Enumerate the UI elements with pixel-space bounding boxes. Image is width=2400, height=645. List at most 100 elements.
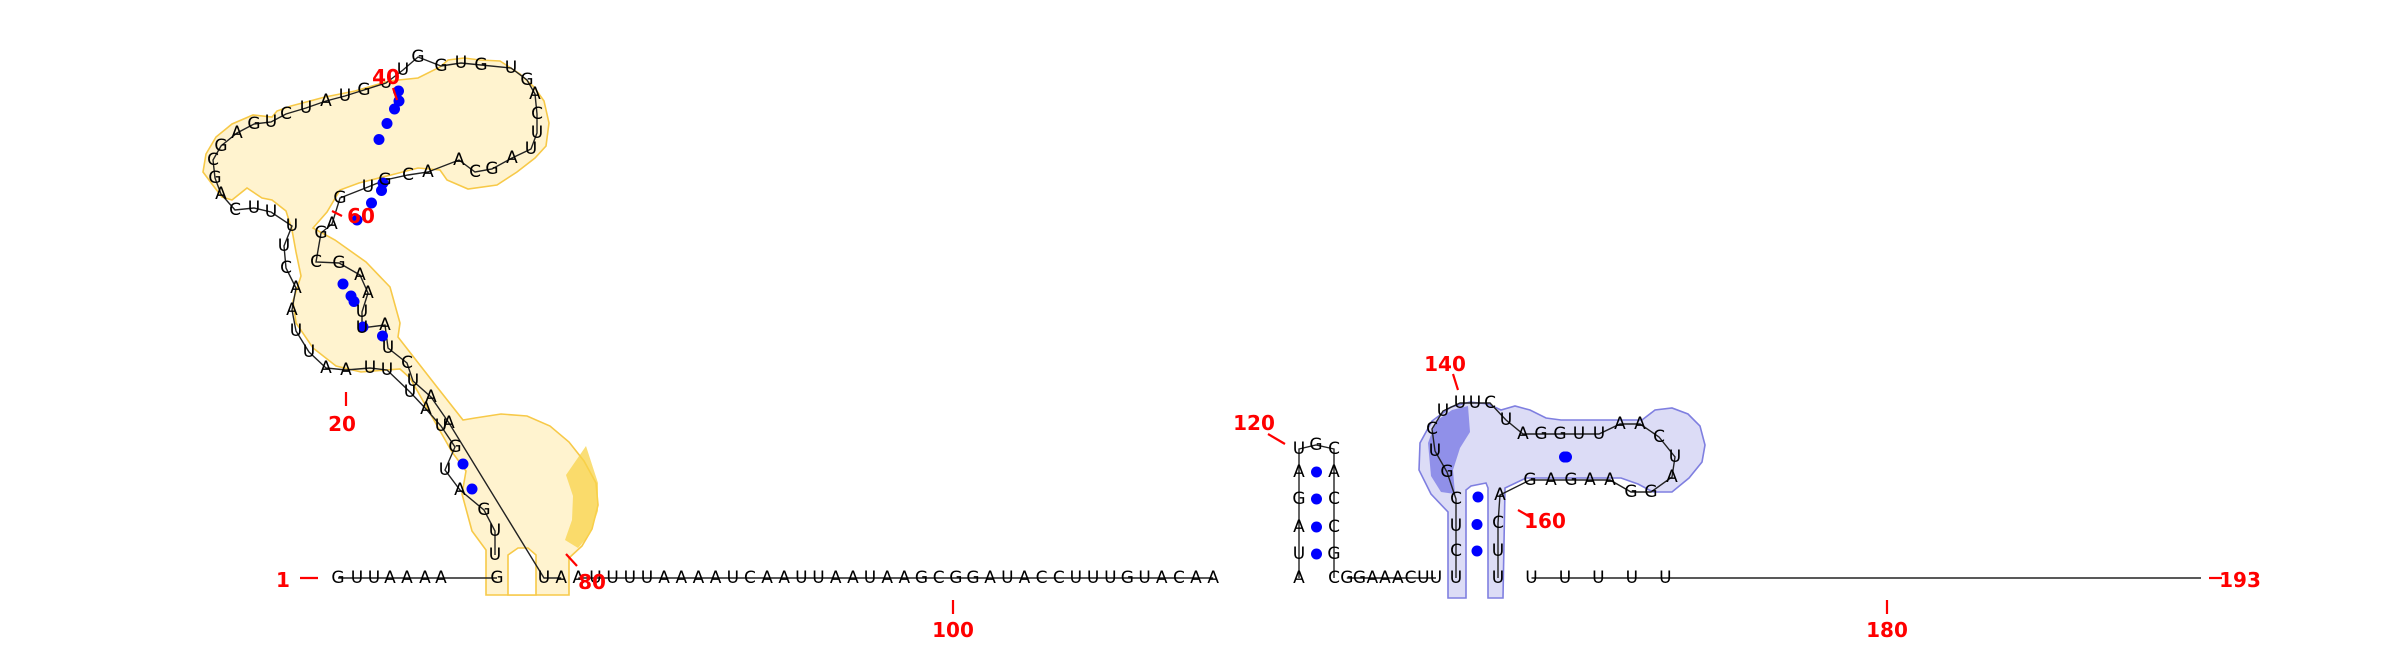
position-160-label: 160	[1524, 509, 1566, 533]
nucleotide-37: G	[247, 114, 260, 134]
nucleotide-57: G	[485, 159, 498, 179]
nucleotide-34: C	[207, 150, 219, 170]
nucleotide-148: U	[1454, 393, 1466, 413]
yellow-strong-region	[565, 446, 598, 548]
nucleotide-9: U	[489, 545, 501, 565]
nucleotide-8: G	[490, 568, 503, 588]
nucleotide-24: A	[286, 300, 298, 320]
nucleotide-103: G	[949, 568, 962, 588]
nucleotide-86: A	[658, 568, 670, 588]
position-numbers: 1 193 20 40 60 80 100 120 140 160 180	[276, 65, 2261, 642]
nucleotide-72: U	[356, 318, 368, 338]
nucleotide-33: G	[208, 168, 221, 188]
nucleotide-167: A	[1545, 470, 1557, 490]
nucleotide-65: A	[326, 214, 338, 234]
position-80-label: 80	[578, 570, 606, 594]
position-40-label: 40	[372, 65, 400, 89]
nucleotide-59: A	[453, 150, 465, 170]
backbone-segment	[212, 56, 562, 579]
nucleotide-174: U	[1559, 568, 1571, 588]
base-pair-dot	[377, 177, 389, 189]
nucleotide-45: U	[397, 60, 409, 80]
nucleotide-93: A	[778, 568, 790, 588]
nucleotide-139: U	[1430, 568, 1442, 588]
nucleotide-98: U	[864, 568, 876, 588]
position-120-label: 120	[1233, 411, 1275, 435]
nucleotide-110: U	[1070, 568, 1082, 588]
nucleotide-60: A	[422, 162, 434, 182]
nucleotide-14: G	[448, 437, 461, 457]
nucleotide-101: G	[915, 568, 928, 588]
nucleotide-146: C	[1426, 419, 1438, 439]
nucleotide-11: G	[477, 500, 490, 520]
nucleotide-140: U	[1450, 568, 1462, 588]
nucleotide-40: U	[300, 98, 312, 118]
nucleotide-19: U	[364, 358, 376, 378]
end-number: 193	[2219, 568, 2261, 592]
backbone-segment	[1298, 444, 1335, 578]
nucleotide-17: U	[404, 382, 416, 402]
nucleotide-173: U	[1525, 568, 1537, 588]
nucleotide-2: U	[351, 568, 363, 588]
base-pair-dot	[377, 330, 388, 342]
nucleotide-28: U	[286, 216, 298, 236]
yellow-domain-outline	[202, 57, 599, 596]
nucleotide-20: A	[340, 360, 352, 380]
nucleotide-1: G	[331, 568, 344, 588]
nucleotide-134: A	[1366, 568, 1378, 588]
nucleotide-160: U	[1669, 447, 1681, 467]
nucleotide-16: A	[420, 399, 432, 419]
position-180-label: 180	[1866, 618, 1908, 642]
nucleotide-31: C	[229, 200, 241, 220]
nucleotide-92: A	[761, 568, 773, 588]
nucleotide-41: A	[320, 91, 332, 111]
nucleotide-66: G	[314, 223, 327, 243]
nucleotide-25: A	[290, 278, 302, 298]
blue-strong-region	[1428, 406, 1470, 494]
nucleotide-87: A	[675, 568, 687, 588]
nucleotide-36: A	[231, 123, 243, 143]
nucleotide-132: G	[1340, 568, 1353, 588]
nucleotide-79: U	[538, 568, 550, 588]
nucleotide-12: A	[454, 480, 466, 500]
position-20-label: 20	[328, 412, 356, 436]
nucleotide-131: C	[1328, 568, 1340, 588]
base-pair-dot	[373, 134, 385, 145]
base-pair-dot	[1311, 493, 1322, 505]
nucleotide-43: G	[357, 80, 370, 100]
nucleotide-126: C	[1328, 439, 1340, 459]
nucleotide-70: A	[362, 283, 374, 303]
nucleotide-84: U	[624, 568, 636, 588]
nucleotide-145: U	[1429, 441, 1441, 461]
nucleotide-129: C	[1328, 517, 1340, 537]
nucleotide-127: A	[1328, 462, 1340, 482]
nucleotide-61: C	[402, 165, 414, 185]
nucleotide-29: U	[265, 202, 277, 222]
base-pair-dot	[457, 458, 469, 470]
nucleotide-64: G	[333, 188, 346, 208]
nucleotide-4: A	[384, 568, 396, 588]
nucleotide-150: C	[1484, 393, 1496, 413]
nucleotide-143: C	[1450, 489, 1462, 509]
base-pair-dot	[381, 118, 393, 129]
nucleotide-155: U	[1573, 424, 1585, 444]
nucleotide-106: U	[1001, 568, 1013, 588]
base-pair-dot	[366, 197, 377, 209]
nucleotide-62: G	[378, 170, 391, 190]
base-pair-dot	[1471, 545, 1483, 557]
nucleotide-158: A	[1634, 414, 1646, 434]
nucleotide-135: A	[1379, 568, 1391, 588]
nucleotide-53: C	[531, 104, 543, 124]
start-number: 1	[276, 568, 290, 592]
nucleotide-105: A	[984, 568, 996, 588]
nucleotide-171: U	[1492, 541, 1504, 561]
nucleotide-68: G	[332, 253, 345, 273]
nucleotide-99: A	[881, 568, 893, 588]
nucleotide-80: A	[555, 568, 567, 588]
nucleotide-176: U	[1626, 568, 1638, 588]
nucleotide-117: A	[1190, 568, 1202, 588]
base-pair-dot	[1311, 521, 1322, 533]
nucleotide-23: U	[290, 321, 302, 341]
